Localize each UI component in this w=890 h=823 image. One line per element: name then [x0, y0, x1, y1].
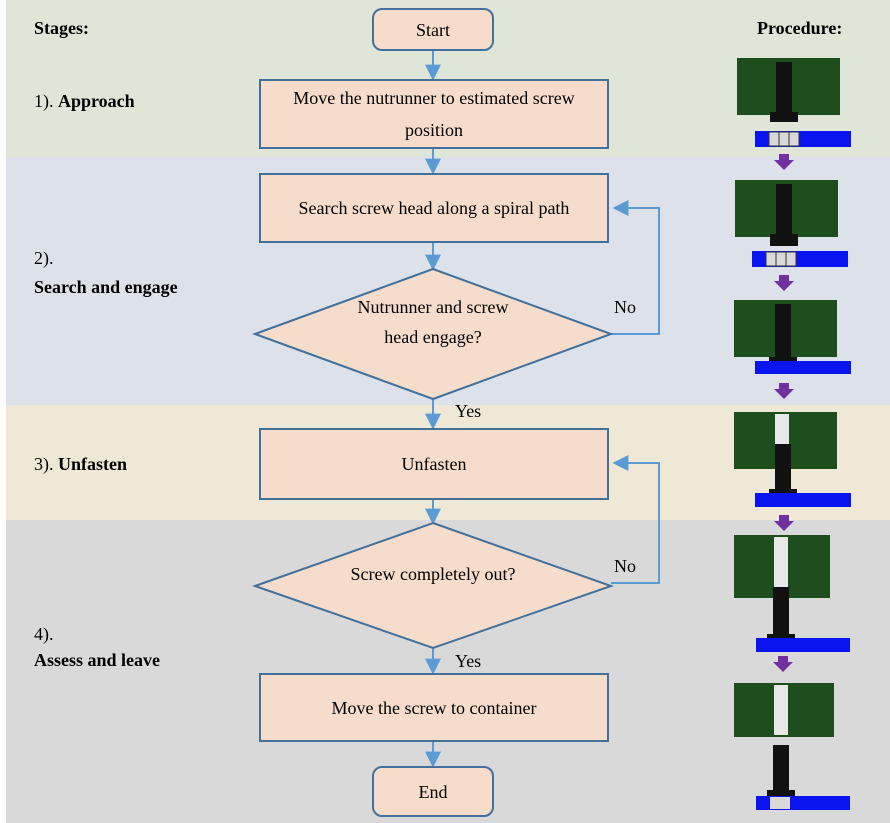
proc-1-screw-shank [776, 62, 792, 116]
proc-5-screw-shank [773, 587, 789, 639]
step-search: Search screw head along a spiral path [259, 173, 609, 243]
proc-3-screw-shank [775, 304, 791, 360]
stages-header: Stages: [34, 18, 89, 38]
step-approach: Move the nutrunner to estimated screw po… [259, 79, 609, 149]
label-no-engage: No [614, 297, 636, 317]
decision-out-text: Screw completely out? [350, 564, 516, 584]
step-container: Move the screw to container [259, 673, 609, 742]
proc-arrow-4 [774, 515, 794, 531]
start-terminal: Start [372, 8, 494, 51]
procedure-header: Procedure: [757, 18, 843, 38]
stage-1-label: 1). Approach [34, 91, 135, 112]
proc-4-screw-shank [775, 444, 791, 492]
step-unfasten: Unfasten [259, 428, 609, 500]
stage-3-number: 3). [34, 454, 54, 474]
end-terminal: End [372, 766, 494, 817]
label-yes-out: Yes [455, 651, 482, 671]
decision-engage-shape [252, 267, 614, 401]
proc-6-screw-shank [773, 745, 789, 795]
proc-1-hole [768, 131, 800, 147]
stage-4-number: 4). [34, 624, 54, 644]
proc-6-hole [774, 685, 788, 735]
proc-6-screw-head [767, 790, 795, 800]
proc-1-screw-head [770, 112, 798, 122]
stage-2-number: 2). [34, 248, 54, 268]
procedure-illustrations [734, 58, 851, 810]
proc-4-hole [775, 414, 789, 444]
decision-out-shape [251, 521, 615, 650]
decision-engage-text: Nutrunner and screw head engage? [357, 297, 509, 347]
arrow-engage-no-loop [611, 200, 660, 335]
stage-1-number: 1). [34, 91, 54, 111]
proc-arrow-2 [774, 275, 794, 291]
proc-arrow-5 [773, 656, 793, 672]
stage-2-name-wrap: Search and engage [34, 277, 178, 298]
proc-5-base [756, 638, 850, 652]
proc-4-base [755, 493, 851, 507]
proc-2-hole [765, 251, 797, 267]
arrow-check-no-loop [611, 455, 660, 584]
stage-1-name: Approach [58, 91, 135, 111]
stage-3-label: 3). Unfasten [34, 454, 127, 475]
stage-4-name-wrap: Assess and leave [34, 650, 160, 671]
proc-5-hole [774, 537, 788, 587]
proc-2-screw-head [770, 234, 798, 246]
proc-arrow-1 [774, 154, 794, 170]
stage-2-name: Search and engage [34, 277, 178, 297]
label-yes-engage: Yes [455, 401, 482, 421]
label-no-out: No [614, 556, 636, 576]
proc-2-screw-shank [776, 184, 792, 238]
stage-3-name: Unfasten [58, 454, 128, 474]
proc-arrow-3 [774, 383, 794, 399]
stage-4-name: Assess and leave [34, 650, 161, 670]
proc-3-base [755, 361, 851, 374]
